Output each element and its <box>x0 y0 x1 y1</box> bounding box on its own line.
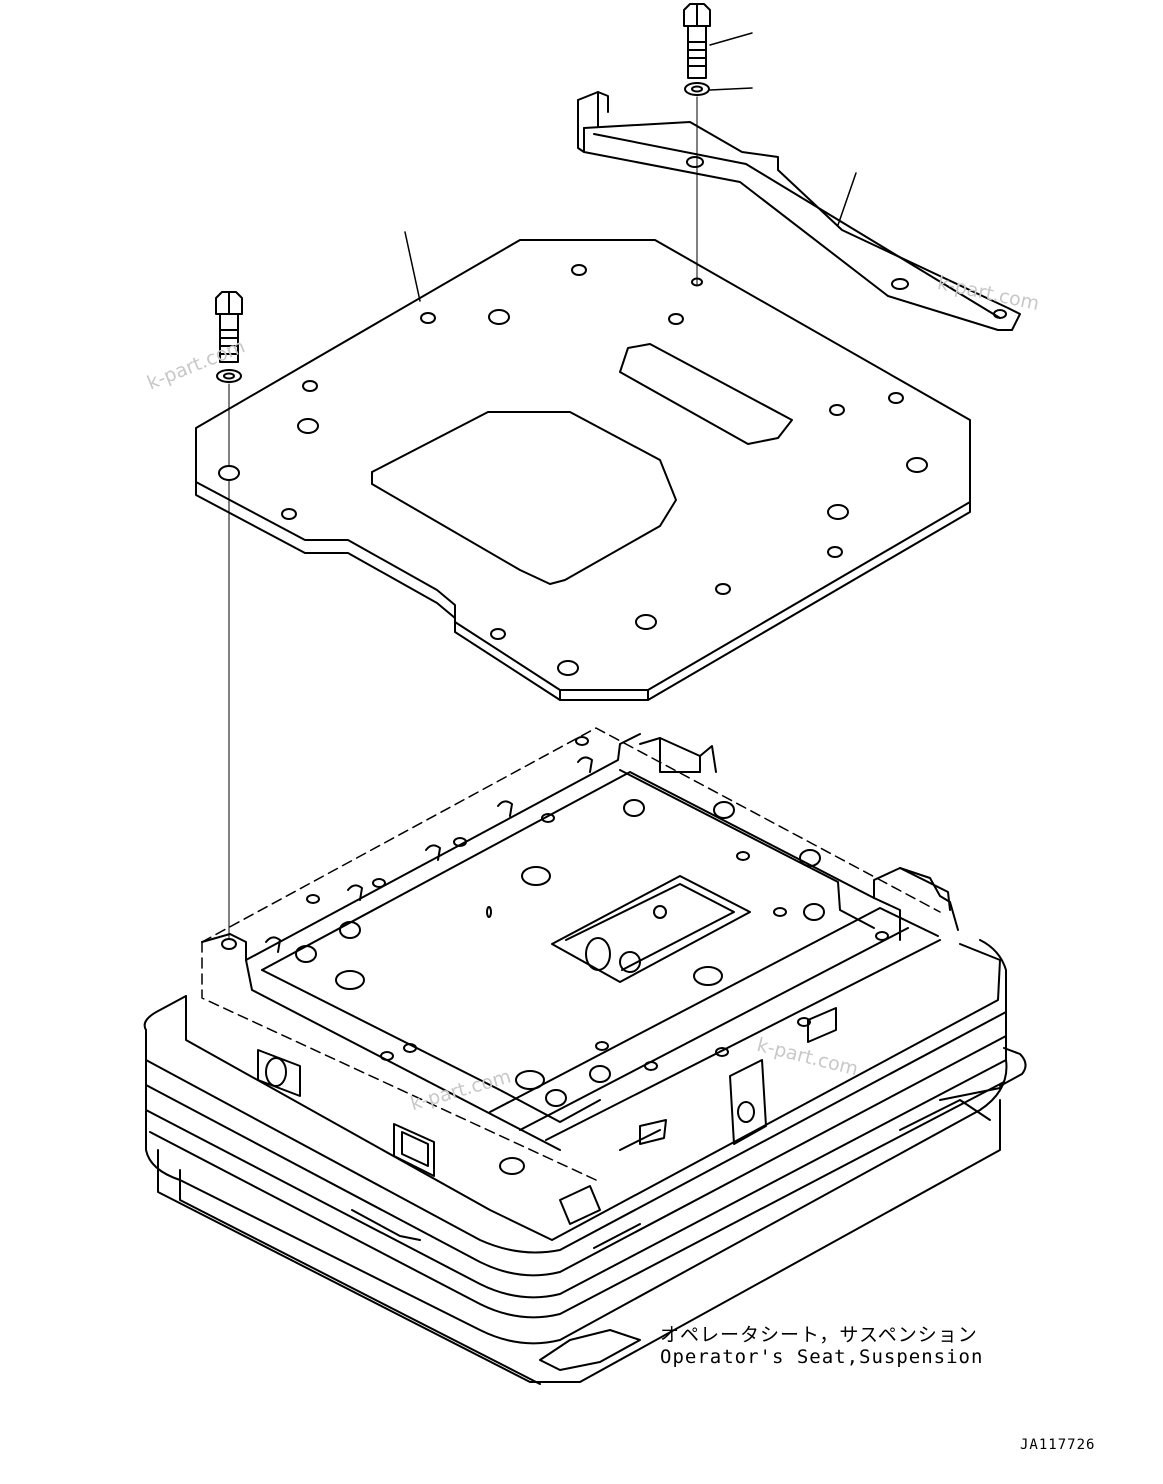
leader-line-washer <box>709 87 753 91</box>
leader-line-bolt <box>709 32 753 46</box>
caption-english: Operator's Seat,Suspension <box>660 1346 984 1368</box>
bolt-top-right <box>683 3 711 79</box>
bolt-left <box>215 291 243 363</box>
leader-line-bracket <box>837 172 857 226</box>
washer-top-right <box>684 82 710 96</box>
leader-line-plate <box>404 231 421 302</box>
mounting-plate <box>195 239 971 701</box>
drawing-number: JA117726 <box>1020 1437 1096 1453</box>
bracket <box>577 91 1021 331</box>
caption-japanese: オペレータシート，サスペンション <box>660 1324 978 1346</box>
washer-left <box>216 369 242 383</box>
seat-suspension-assembly <box>143 727 1027 1385</box>
